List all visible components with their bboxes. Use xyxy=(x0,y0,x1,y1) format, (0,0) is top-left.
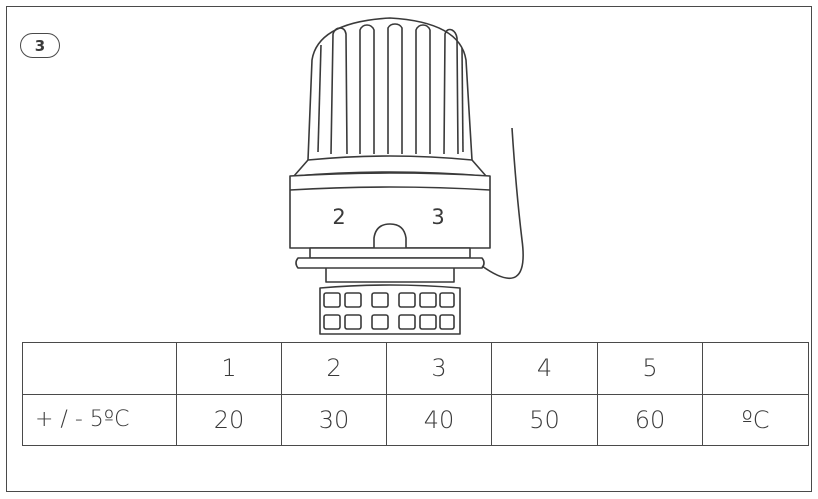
knob-dome xyxy=(307,17,473,161)
table-cell: 50 xyxy=(491,393,598,446)
knob-ribs xyxy=(317,23,464,155)
dial-label-left: 2 xyxy=(332,205,345,229)
setting-temperature-table: 1 2 3 4 5 + / - 5ºC 20 30 40 50 60 ºC xyxy=(22,342,809,446)
dial-label-right: 3 xyxy=(431,205,444,229)
flange xyxy=(295,257,485,269)
table-cell: 2 xyxy=(281,342,387,395)
table-cell: 40 xyxy=(386,393,492,446)
step-number-badge: 3 xyxy=(20,33,60,58)
table-cell: 5 xyxy=(597,342,703,395)
table-row-temperatures: + / - 5ºC 20 30 40 50 60 ºC xyxy=(22,393,809,446)
table-cell: 4 xyxy=(491,342,598,395)
table-cell: 3 xyxy=(386,342,492,395)
figure-frame xyxy=(6,6,812,492)
table-row-settings: 1 2 3 4 5 xyxy=(22,342,809,395)
table-cell: ºC xyxy=(702,393,809,446)
table-row-label: + / - 5ºC xyxy=(22,393,177,446)
table-cell xyxy=(22,342,177,395)
table-cell xyxy=(702,342,809,395)
connection-nut xyxy=(319,284,461,335)
table-cell: 60 xyxy=(597,393,703,446)
collar xyxy=(309,247,471,259)
table-cell: 1 xyxy=(176,342,282,395)
dial-body xyxy=(289,172,491,249)
nut-windows xyxy=(323,292,455,330)
table-cell: 20 xyxy=(176,393,282,446)
table-cell: 30 xyxy=(281,393,387,446)
capillary-tube xyxy=(481,127,524,279)
